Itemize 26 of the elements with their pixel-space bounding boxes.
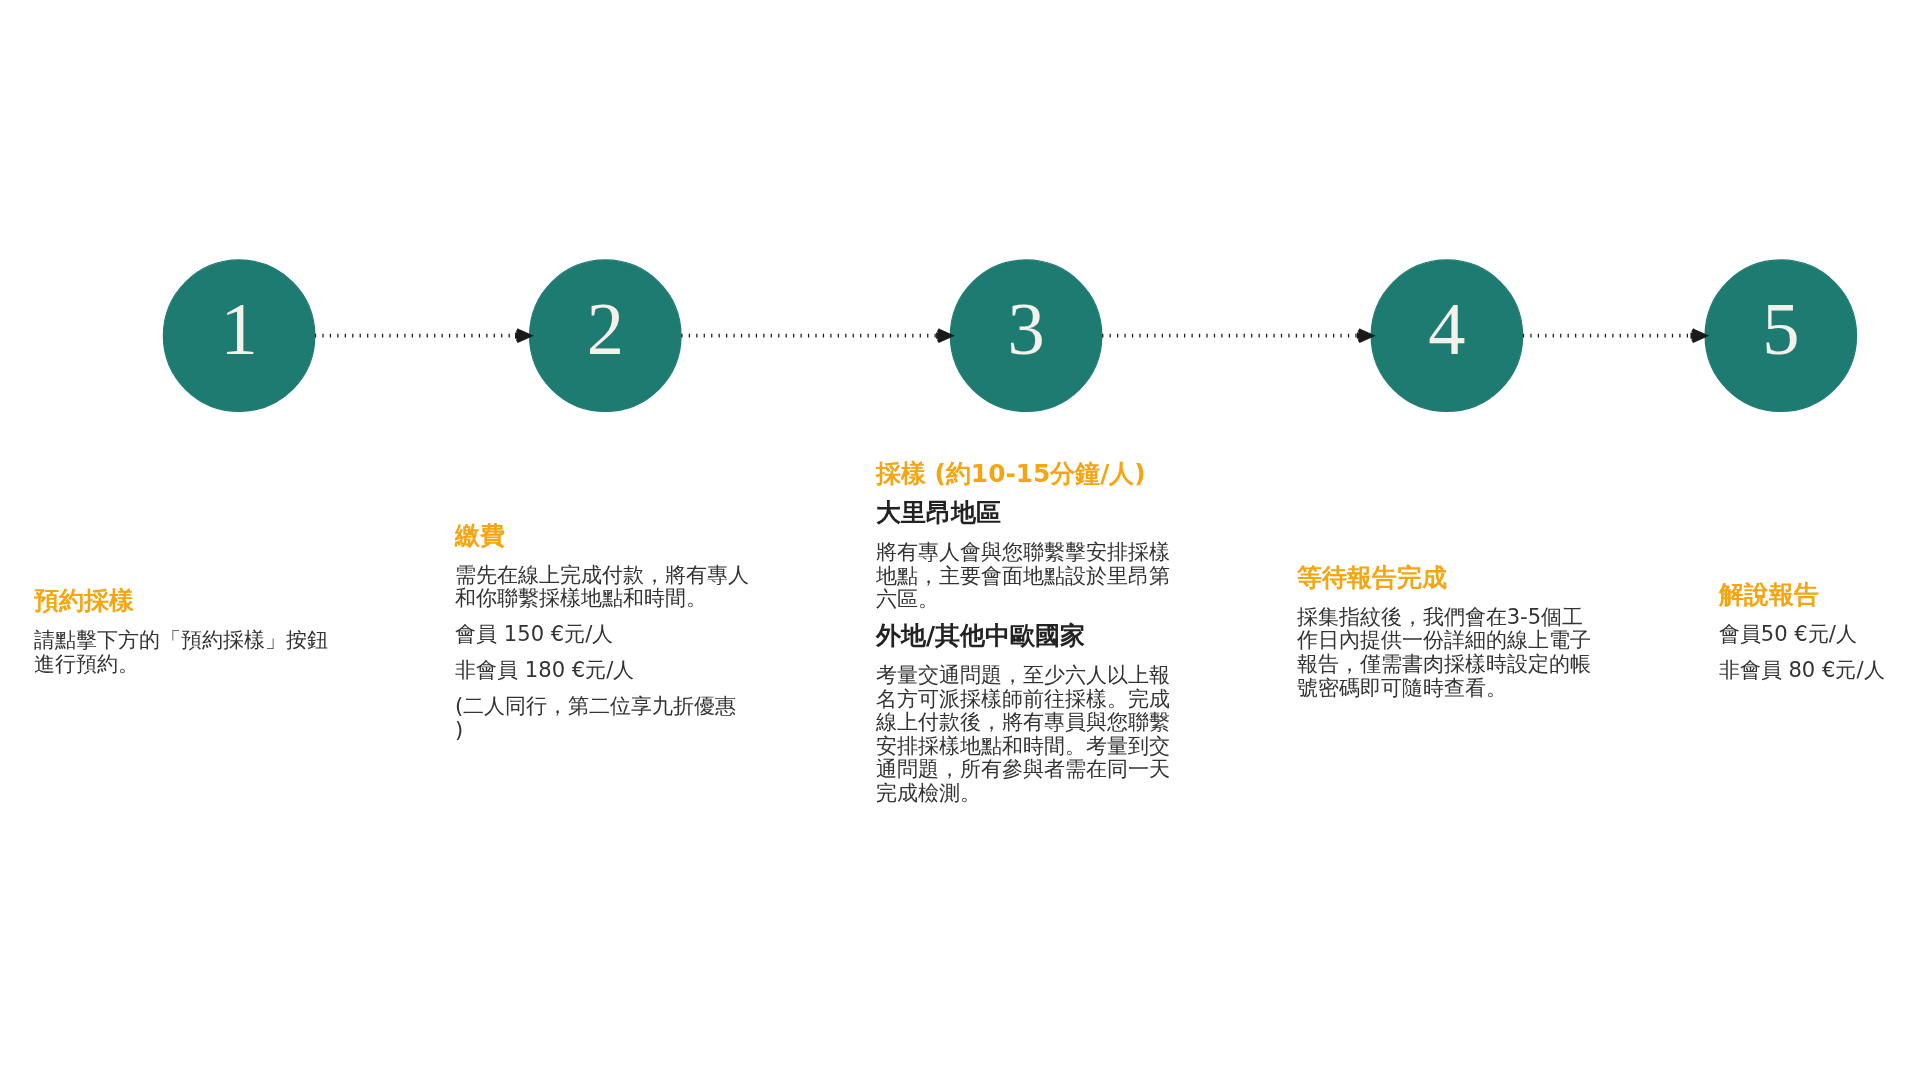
- node-label: 請點擊下方的「預約採樣」按鈕進行預約。: [34, 626, 329, 676]
- node-label: 採集指紋後，我們會在3-5個工作日內提供一份詳細的線上電子報告，僅需書肉採樣時設定的帳號密碼即可隨時查看。: [1296, 603, 1591, 700]
- node-label: 非會員 80 €元/人: [1718, 656, 1885, 682]
- node-label: 等待報告完成: [1296, 562, 1447, 592]
- node-label: 會員 150 €元/人: [455, 620, 614, 646]
- node-label: 繳費: [455, 520, 506, 550]
- arrow: [314, 327, 532, 343]
- node-circle: 1: [162, 258, 316, 412]
- node-label: 採樣 (約10-15分鐘/人): [875, 458, 1146, 488]
- node-label: (二人同行，第二位享九折優惠): [455, 692, 737, 742]
- node-label: 預約採樣: [34, 585, 135, 615]
- arrow: [1102, 327, 1373, 343]
- node-circle: 4: [1370, 258, 1524, 412]
- node-label: 會員50 €元/人: [1718, 620, 1857, 646]
- arrow: [1522, 327, 1707, 343]
- node-label: 外地/其他中歐國家: [875, 620, 1085, 650]
- node-label: 考量交通問題，至少六人以上報名方可派採樣師前往採樣。完成線上付款後，將有專員與您聯繫安排採樣地點和時間。考量到交通問題，所有參與者需在同一天完成檢測。: [875, 661, 1170, 805]
- node-circle: 5: [1704, 258, 1858, 412]
- node-circle: 3: [949, 258, 1103, 412]
- node-label: 解說報告: [1718, 579, 1819, 609]
- node-label: 非會員 180 €元/人: [455, 656, 635, 682]
- node-label: 大里昂地區: [875, 497, 1001, 527]
- node-label: 將有專人會與您聯繫擊安排採樣地點，主要會面地點設於里昂第六區。: [875, 538, 1170, 611]
- node-label: 需先在線上完成付款，將有專人和你聯繫採樣地點和時間。: [455, 561, 750, 610]
- arrow: [681, 327, 953, 343]
- node-circle: 2: [528, 258, 682, 412]
